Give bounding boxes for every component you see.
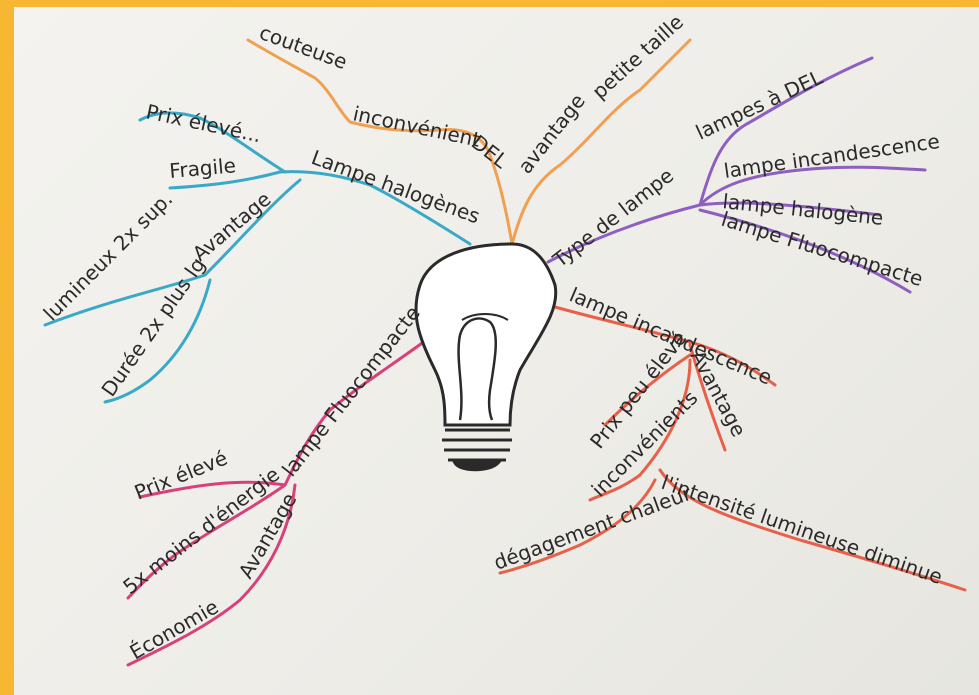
del-couteuse-label: couteuse <box>256 20 350 74</box>
type-branches <box>546 56 927 294</box>
incandescence-chaleur-label: dégagement chaleur <box>491 481 696 575</box>
type-item-incandescence: lampe incandescence <box>722 129 941 183</box>
del-main-branch <box>438 128 514 246</box>
del-inconvenient-label: inconvénient <box>351 101 483 151</box>
incandescence-main-branch <box>546 303 777 387</box>
fluo-prix-label: Prix élevé <box>131 446 231 505</box>
type-del-branch <box>698 56 874 207</box>
type-fluo-branch <box>698 208 912 294</box>
light-bulb-icon <box>414 242 558 472</box>
fluo-prix-branch <box>138 480 287 499</box>
incandescence-prix-branch <box>603 353 692 427</box>
del-branches <box>246 38 692 246</box>
halogene-duree-branch <box>103 278 212 404</box>
del-inconvenient-branch <box>246 38 442 133</box>
del-avantage-branch <box>510 38 692 246</box>
incandescence-branches <box>498 303 967 592</box>
type-main-branch <box>546 203 702 264</box>
incandescence-chaleur-branch <box>498 478 657 575</box>
del-avantage-label: avantage <box>513 89 590 178</box>
fluo-avantage-branch <box>126 483 297 667</box>
halogene-avantage-label: Avantage <box>188 187 276 266</box>
fluo-economie-label: Économie <box>126 594 223 664</box>
halogene-prix-label: Prix élevé... <box>144 99 263 147</box>
fluo-title: lampe Fluocompacte <box>277 301 425 481</box>
halogene-title: Lampe halogènes <box>308 145 483 228</box>
halogene-lumineux-branch <box>43 273 207 327</box>
bulb-tip <box>452 461 502 472</box>
incandescence-intensite-branch <box>658 468 967 592</box>
fluo-energie-branch <box>126 483 287 600</box>
type-halogene-branch <box>698 201 882 217</box>
bulb-filament-top <box>461 313 509 321</box>
type-item-del: lampes à DEL <box>692 65 827 145</box>
halogene-branches <box>43 111 472 404</box>
halogene-avantage-branch <box>203 178 302 277</box>
bulb-glass <box>414 242 558 427</box>
incandescence-inconvenients-branch <box>588 358 692 502</box>
halogene-fragile-label: Fragile <box>168 153 236 183</box>
halogene-prix-branch <box>138 111 287 174</box>
fluo-branches <box>126 328 442 667</box>
halogene-main-branch <box>278 170 472 246</box>
incandescence-intensite-label: l'intensité lumineuse diminue <box>658 470 945 589</box>
fluo-main-branch <box>283 328 442 487</box>
incandescence-avantage-branch <box>688 343 727 452</box>
halogene-fragile-branch <box>168 170 282 190</box>
bulb-filament <box>457 317 498 421</box>
type-incandescence-branch <box>698 165 927 207</box>
